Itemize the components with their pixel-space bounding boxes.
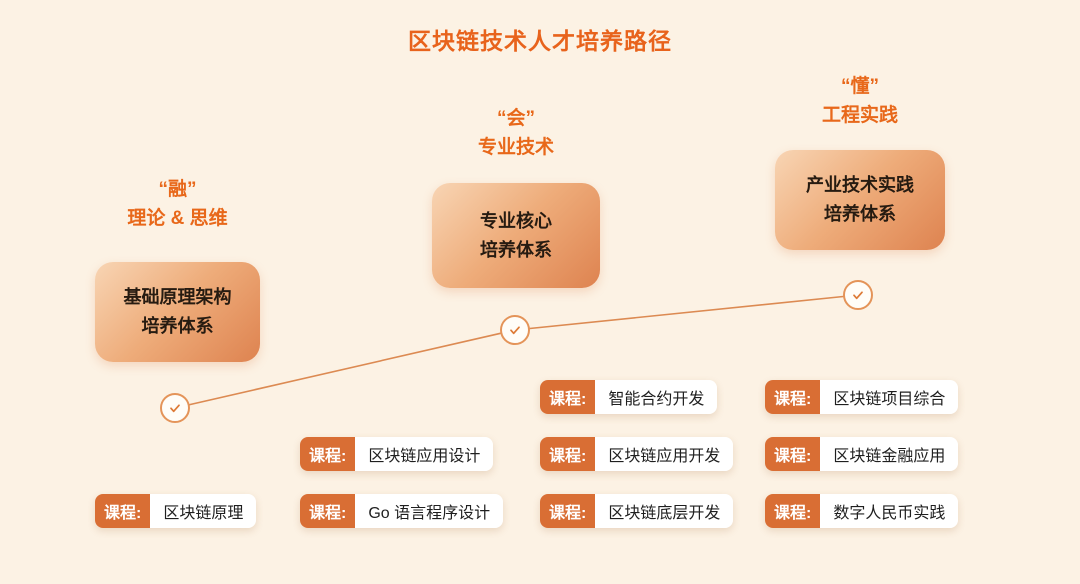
course-badge: 课程: [540,494,596,528]
course-pill: 课程: 区块链应用设计 [300,437,494,471]
course-name: 区块链项目综合 [820,380,959,414]
stage-box-line2: 培养体系 [824,204,896,224]
course-badge: 课程: [540,437,596,471]
course-pill: 课程: Go 语言程序设计 [300,494,504,528]
stage-heading-3: “懂” 工程实践 [775,72,945,131]
course-name: 数字人民币实践 [820,494,959,528]
stage-box-line2: 培养体系 [480,239,552,260]
course-badge: 课程: [95,494,151,528]
stage-heading-1: “融” 理论 & 思维 [95,175,260,234]
stage-box-line1: 基础原理架构 [123,287,232,308]
course-name: 区块链原理 [150,494,257,528]
stage-quote: “会” [496,108,535,129]
page-title: 区块链技术人才培养路径 [408,28,672,54]
check-icon [843,280,873,310]
course-pill: 课程: 区块链项目综合 [765,380,959,414]
course-pill: 课程: 数字人民币实践 [765,494,959,528]
stage-box-line2: 培养体系 [141,316,214,336]
stage-subtitle: 理论 & 思维 [127,208,228,230]
check-icon [500,315,530,345]
stage-heading-2: “会” 专业技术 [432,104,600,163]
check-icon [160,393,190,423]
course-name: 区块链底层开发 [595,494,734,528]
course-badge: 课程: [765,437,821,471]
course-badge: 课程: [765,380,821,414]
stage-quote: “懂” [840,76,879,97]
course-name: 区块链应用开发 [595,437,734,471]
stage-box-3: 产业技术实践 培养体系 [775,150,945,250]
course-name: 智能合约开发 [595,380,718,414]
course-pill: 课程: 区块链底层开发 [540,494,734,528]
course-pill: 课程: 区块链应用开发 [540,437,734,471]
stage-subtitle: 专业技术 [477,137,554,159]
stage-box-2: 专业核心 培养体系 [432,183,600,288]
stage-subtitle: 工程实践 [821,105,898,127]
course-badge: 课程: [300,494,356,528]
course-name: 区块链应用设计 [355,437,494,471]
course-badge: 课程: [300,437,356,471]
course-pill: 课程: 区块链金融应用 [765,437,959,471]
course-pill: 课程: 区块链原理 [95,494,257,528]
course-pill: 课程: 智能合约开发 [540,380,718,414]
stage-box-line1: 专业核心 [480,210,552,231]
stage-quote: “融” [158,179,197,200]
course-name: 区块链金融应用 [820,437,959,471]
course-badge: 课程: [765,494,821,528]
stage-box-line1: 产业技术实践 [806,175,914,196]
course-badge: 课程: [540,380,596,414]
stage-box-1: 基础原理架构 培养体系 [95,262,260,362]
course-name: Go 语言程序设计 [355,494,504,528]
